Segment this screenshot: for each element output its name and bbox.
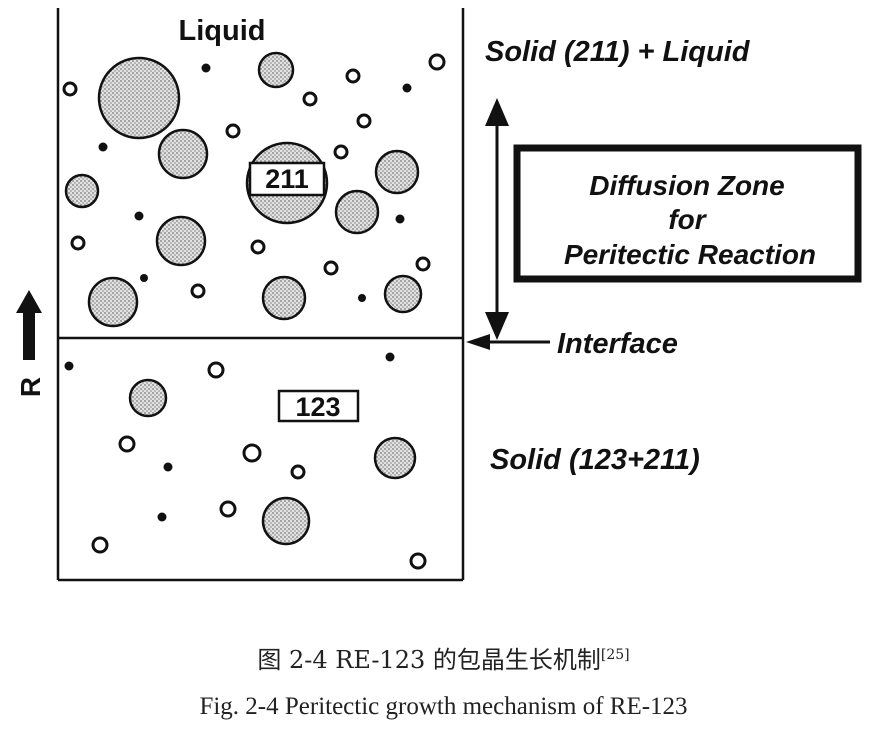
grain-123-label: 123 [295,392,340,422]
interface-pointer-arrow [466,334,550,350]
diffusion-zone-line-3: Peritectic Reaction [564,239,816,270]
tiny-solid-particles [64,63,412,522]
interface-label: Interface [557,328,678,360]
liquid-label: Liquid [179,15,266,47]
particle-211-label-box [248,161,326,197]
growth-direction-arrow [16,290,42,360]
sample-container [56,8,465,582]
caption-reference: [25] [600,647,630,663]
figure-caption-english: Fig. 2-4 Peritectic growth mechanism of … [199,693,688,720]
solid-123-211-label: Solid (123+211) [490,444,700,476]
diffusion-zone-line-1: Diffusion Zone [589,170,784,201]
diffusion-zone-box [513,144,862,283]
figure-caption-chinese: 图 2-4 RE-123 的包晶生长机制[25] [0,640,887,675]
diffusion-zone-line-2: for [668,204,707,235]
small-hollow-particles [62,53,446,570]
caption-chinese-text: 图 2-4 RE-123 的包晶生长机制 [257,646,601,674]
grain-123-box [277,389,360,423]
solid-211-liquid-label: Solid (211) + Liquid [485,36,751,68]
growth-direction-label: R [15,377,46,397]
diffusion-zone-arrow [485,98,509,340]
peritectic-growth-diagram: 211 123 Liquid Solid (211) + Liquid Diff… [15,8,862,582]
particle-211-label: 211 [265,164,309,194]
